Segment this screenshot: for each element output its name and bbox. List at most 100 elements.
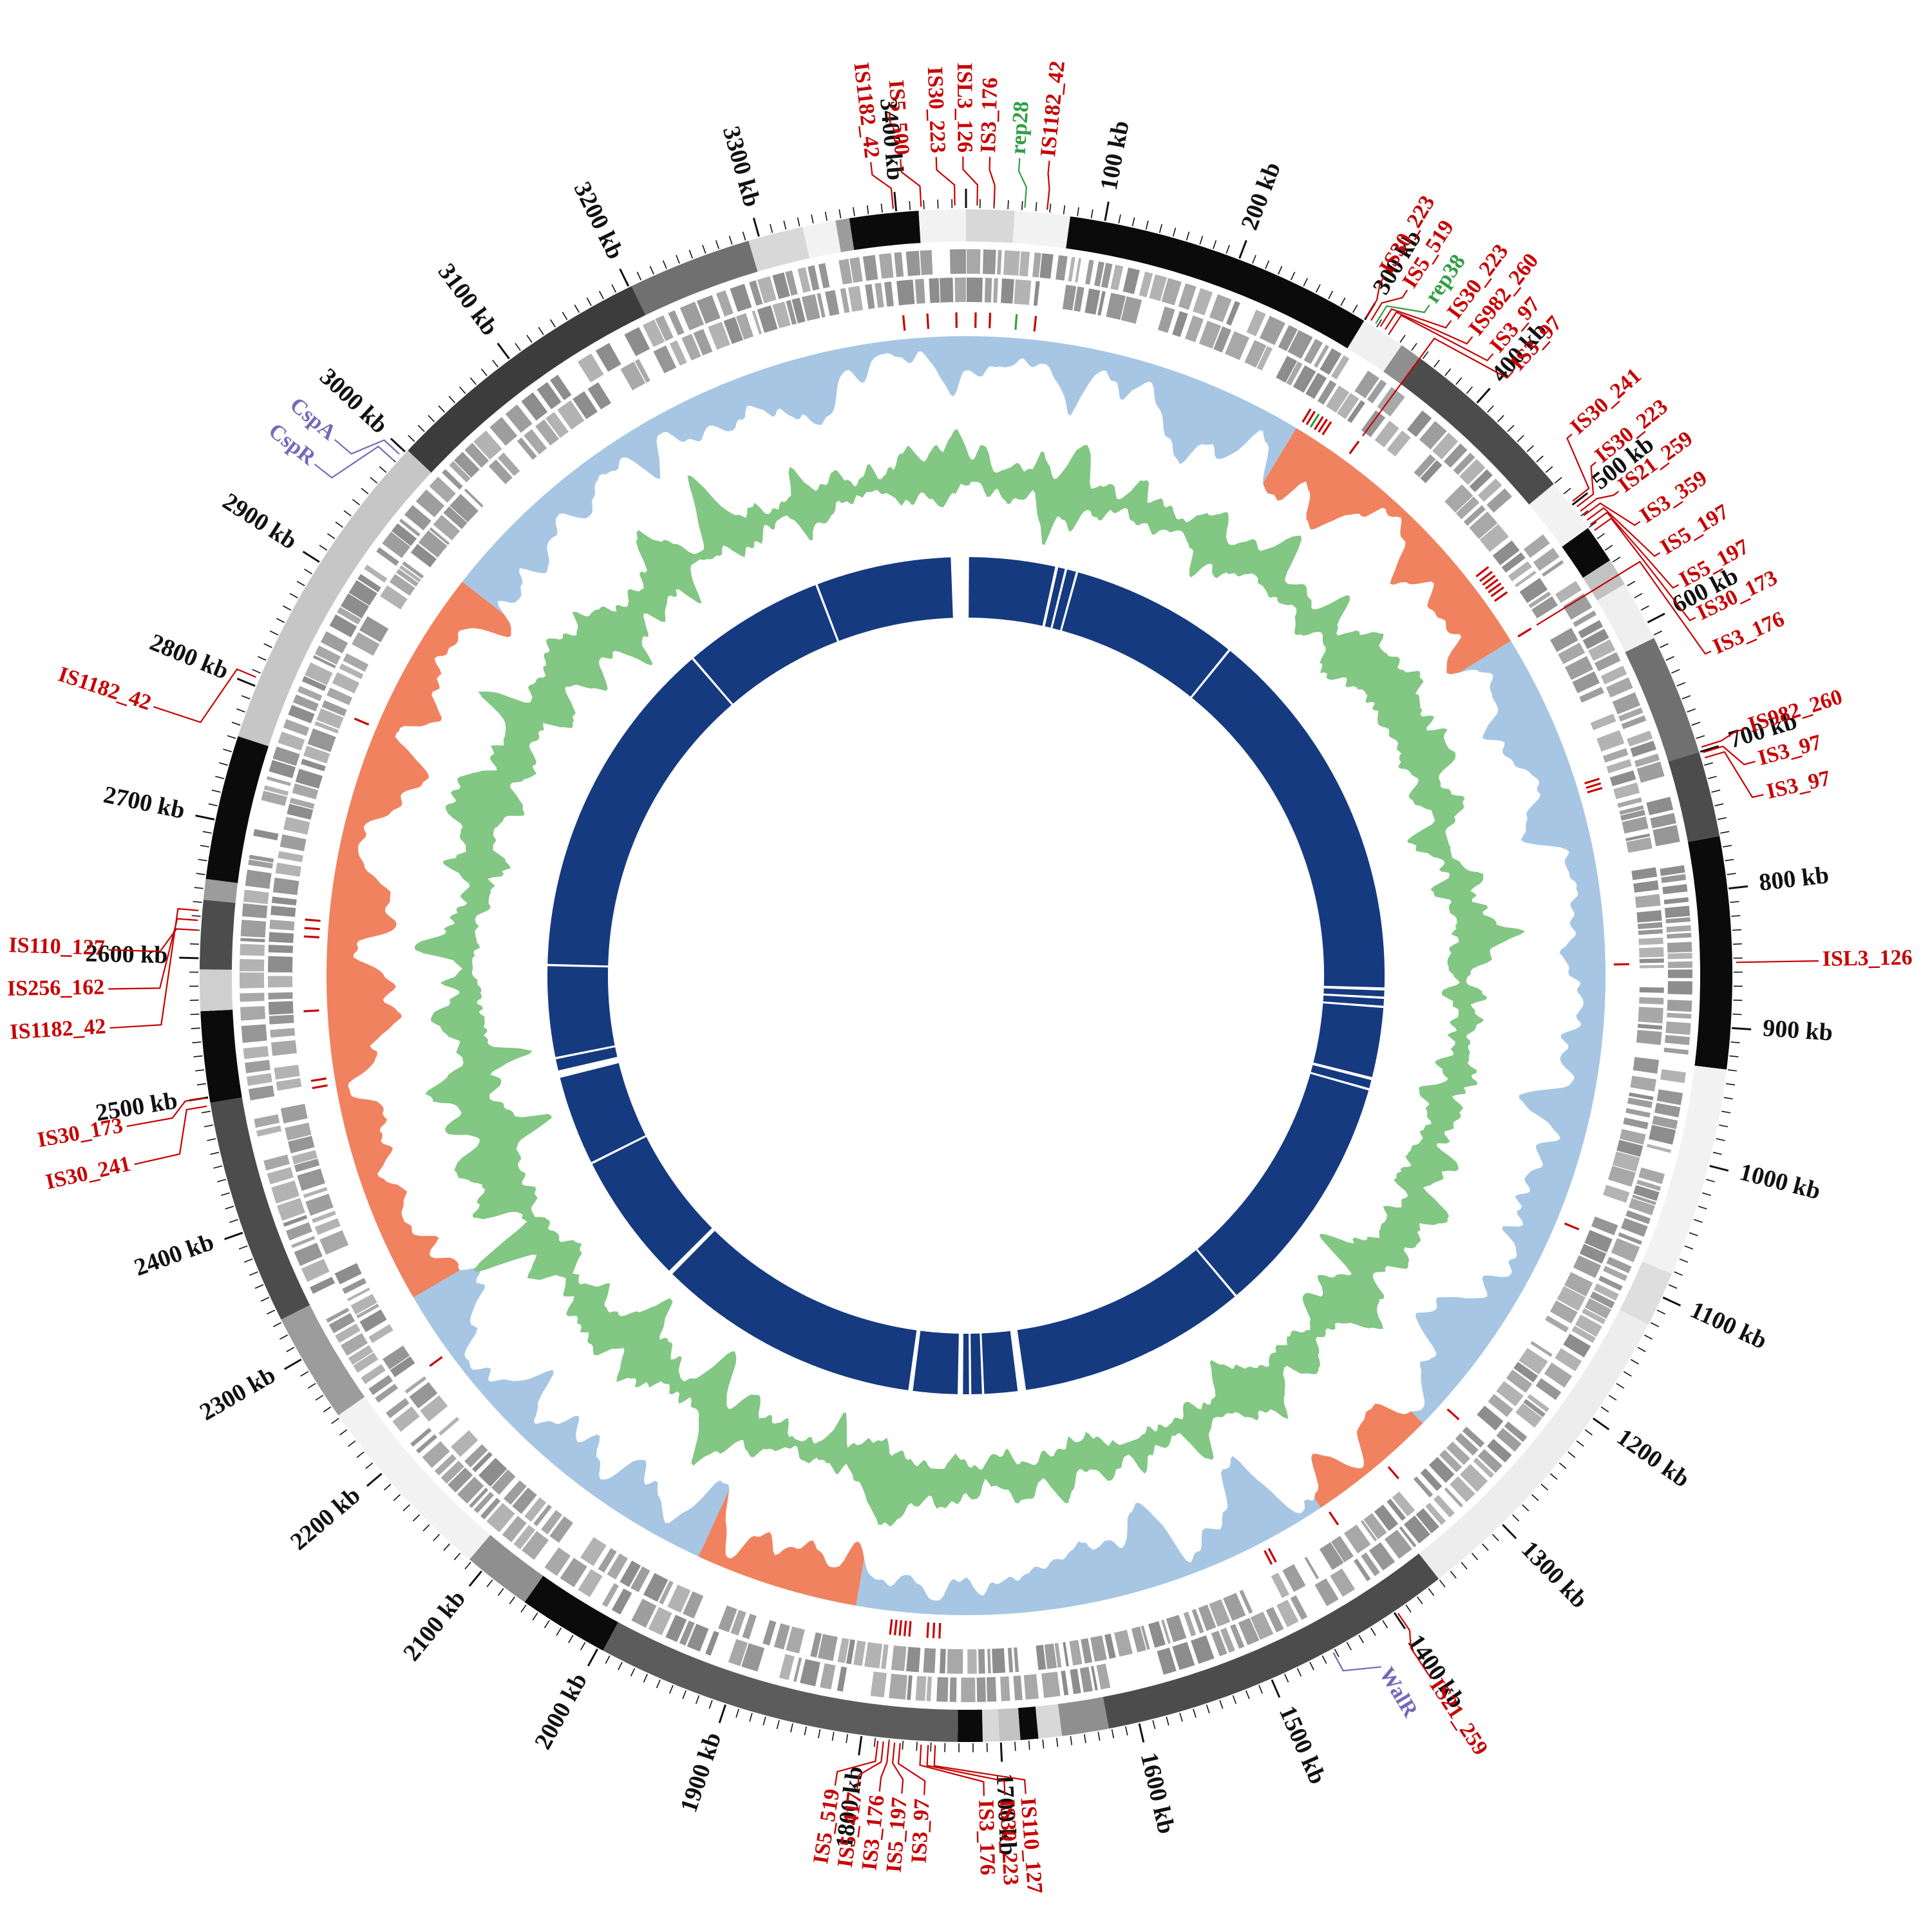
gc-skew-area (856, 1455, 1321, 1615)
gc-skew-area (966, 336, 1296, 484)
position-tick-label: 1100 kb (1686, 1296, 1771, 1355)
position-tick (1540, 1483, 1549, 1491)
gene-block (1096, 1663, 1111, 1690)
gene-block (1533, 547, 1560, 571)
contig-segment (1668, 752, 1720, 842)
position-tick-label: 3200 kb (569, 178, 629, 263)
leader-line (1370, 289, 1408, 321)
gene-block (240, 992, 265, 1002)
gene-block (1633, 880, 1659, 893)
contig-segment (981, 1709, 999, 1742)
gene-block (1545, 1315, 1569, 1332)
is-mark (898, 1620, 902, 1636)
gene-block (1625, 1210, 1651, 1224)
gene-block (297, 686, 323, 701)
gene-block (1618, 1232, 1642, 1245)
gene-block (1611, 1238, 1640, 1262)
contig-segment (1620, 1261, 1672, 1325)
position-tick (1132, 217, 1135, 227)
leader-line (897, 1743, 926, 1795)
gene-block (993, 278, 998, 303)
position-tick (1358, 1634, 1364, 1643)
position-tick (1455, 377, 1463, 385)
is-mark (1318, 419, 1328, 433)
position-tick (1732, 1013, 1742, 1016)
gene-block (1287, 330, 1313, 359)
position-tick (1656, 1309, 1665, 1315)
position-tick (783, 220, 787, 230)
position-tick (218, 762, 228, 766)
gene-block (1549, 627, 1578, 652)
position-tick (304, 569, 312, 574)
position-tick (587, 1648, 598, 1667)
contig-segment (1383, 345, 1420, 384)
gene-block (870, 1671, 887, 1698)
position-tick (1698, 1206, 1707, 1209)
gene-block (1667, 952, 1692, 960)
gene-block (1638, 1007, 1663, 1023)
alignment-block (1313, 1003, 1384, 1077)
gene-block (1337, 393, 1359, 419)
position-tick-label: 3300 kb (717, 123, 766, 209)
contig-segment (1057, 1697, 1109, 1736)
gene-block (464, 488, 484, 507)
gene-block (1054, 1643, 1062, 1668)
position-tick (194, 887, 204, 889)
gene-block (451, 1430, 478, 1457)
position-tick (1199, 236, 1204, 245)
contig-segment (603, 1622, 958, 1742)
position-tick (1340, 298, 1346, 307)
position-tick (1461, 1562, 1468, 1570)
gene-block (997, 250, 1002, 275)
position-tick (598, 290, 604, 299)
gene-block (954, 278, 966, 303)
position-tick (1049, 204, 1052, 213)
position-tick (1584, 1429, 1593, 1435)
gene-block (440, 1461, 464, 1484)
is-mark (893, 1620, 898, 1636)
gc-skew-area (1263, 428, 1511, 674)
gene-block (1013, 1675, 1023, 1701)
gene-block (1039, 253, 1054, 279)
gene-block (1530, 1341, 1553, 1357)
gene-block (283, 1215, 308, 1227)
gene-block (1638, 929, 1663, 935)
gene-block (1433, 1495, 1455, 1518)
gene-block (303, 1187, 328, 1198)
gene-block (693, 328, 713, 356)
gene-block (1033, 281, 1040, 306)
position-tick-label: 3100 kb (433, 258, 504, 341)
gene-block (772, 272, 790, 299)
position-tick-label: 2200 kb (285, 1482, 366, 1556)
position-tick (422, 1524, 430, 1531)
gene-block (268, 956, 293, 972)
position-tick (497, 1587, 504, 1596)
position-tick (556, 1627, 562, 1636)
alignment-block (1052, 569, 1076, 630)
gene-block (253, 829, 279, 840)
gc-skew-area (413, 1267, 730, 1557)
gene-block (243, 1046, 269, 1059)
gene-block (535, 419, 559, 446)
gene-block (865, 284, 875, 309)
position-tick (1684, 1245, 1694, 1250)
gene-block (1211, 1631, 1227, 1656)
annotation-label: IS5_197 (882, 1796, 912, 1873)
gene-block (240, 938, 265, 943)
gene-block (643, 1573, 668, 1602)
gene-block (429, 527, 450, 545)
gene-block (762, 1620, 777, 1646)
alignment-block (1323, 995, 1384, 1006)
gene-block (1413, 1476, 1434, 1498)
gene-block (1634, 753, 1660, 768)
gene-block (1596, 730, 1625, 752)
gene-block (1544, 1362, 1573, 1388)
leader-line (878, 1741, 890, 1792)
gene-block (838, 258, 853, 285)
gene-block (929, 278, 940, 303)
gene-block (773, 1623, 790, 1650)
gene-block (1661, 874, 1687, 884)
position-tick (1650, 1322, 1660, 1327)
position-tick (1709, 1164, 1729, 1172)
gene-block (392, 1406, 420, 1432)
